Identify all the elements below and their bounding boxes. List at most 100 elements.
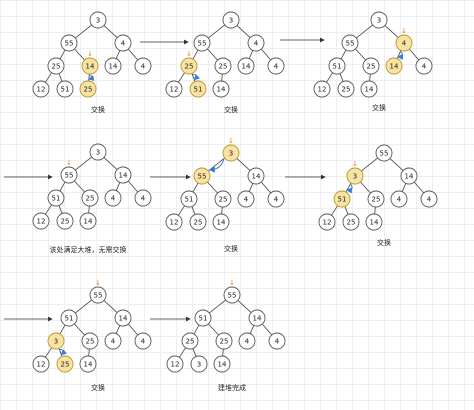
- tree-edge: [59, 49, 66, 60]
- node-label: 55: [346, 40, 355, 48]
- tree-edge: [208, 157, 225, 172]
- heap-node: [193, 34, 211, 52]
- heap-node: [365, 213, 383, 231]
- node-label: 12: [37, 86, 46, 94]
- tree-edge: [127, 180, 139, 193]
- heap-node: [60, 309, 78, 327]
- node-label: 3: [229, 150, 233, 158]
- swap-arrow: [345, 183, 353, 194]
- node-label: 4: [141, 338, 146, 346]
- tree-edge: [192, 182, 199, 193]
- tree-edge: [59, 181, 66, 192]
- highlighted-node: [189, 80, 207, 98]
- node-label: 12: [171, 361, 180, 369]
- node-label: 3: [54, 338, 58, 346]
- node-label: 51: [194, 86, 203, 94]
- node-label: 4: [274, 63, 279, 71]
- node-label: 12: [37, 218, 46, 226]
- heap-node: [79, 212, 97, 230]
- tree-edge: [248, 183, 254, 192]
- heap-node: [134, 57, 152, 75]
- current-node-marker-icon: ↓: [87, 50, 93, 58]
- tree-edge: [408, 48, 420, 61]
- heap-node: [318, 213, 336, 231]
- tree-edge: [103, 157, 118, 170]
- highlighted-node: [81, 57, 99, 75]
- node-label: 25: [185, 63, 194, 71]
- heap-node: [268, 332, 286, 350]
- heap-node: [89, 143, 107, 161]
- panel-caption: 建堆完成: [218, 383, 246, 392]
- heap-node: [104, 189, 122, 207]
- tree-edge: [260, 181, 272, 194]
- node-label: 12: [323, 219, 332, 227]
- heap-node: [56, 80, 74, 98]
- heap-node: [267, 57, 285, 75]
- heap-node: [248, 309, 266, 327]
- node-label: 14: [252, 173, 261, 181]
- panel-caption: 交换: [224, 105, 238, 114]
- node-label: 14: [119, 172, 128, 180]
- panel-caption: 该处满足大堆，无需交换: [50, 245, 127, 254]
- heap-node: [420, 190, 438, 208]
- node-label: 4: [141, 195, 146, 203]
- tree-edge: [58, 73, 63, 82]
- heap-node: [223, 286, 241, 304]
- heap-node: [215, 332, 233, 350]
- heap-node: [390, 190, 408, 208]
- tree-edge: [127, 323, 139, 336]
- node-label: 12: [318, 86, 327, 94]
- heap-node: [400, 167, 418, 185]
- highlighted-node: [193, 167, 211, 185]
- heap-node: [32, 80, 50, 98]
- current-node-marker-icon: ↓: [95, 279, 101, 287]
- swap-arrow: [208, 158, 225, 173]
- node-label: 25: [219, 196, 228, 204]
- heap-node: [267, 190, 285, 208]
- heap-node: [194, 309, 212, 327]
- heap-node: [238, 332, 256, 350]
- tree-edge: [192, 49, 199, 60]
- node-label: 14: [218, 361, 227, 369]
- tree-edge: [115, 325, 121, 334]
- tree-edge: [75, 299, 92, 314]
- heap-node: [342, 213, 360, 231]
- heap-node: [47, 57, 65, 75]
- node-label: 4: [245, 338, 250, 346]
- heap-node: [104, 332, 122, 350]
- tree-edge: [326, 72, 333, 83]
- node-label: 12: [170, 86, 179, 94]
- heap-node: [341, 34, 359, 52]
- heap-node: [114, 309, 132, 327]
- tree-edge: [59, 324, 66, 335]
- tree-edge: [209, 299, 226, 314]
- tree-edge: [193, 324, 200, 335]
- node-label: 14: [390, 63, 399, 71]
- heap-node: [328, 57, 346, 75]
- heap-node: [337, 80, 355, 98]
- heap-node: [81, 189, 99, 207]
- heap-node: [180, 190, 198, 208]
- node-label: 25: [219, 63, 228, 71]
- node-label: 12: [170, 219, 179, 227]
- tree-edge: [191, 206, 196, 215]
- tree-edge: [413, 181, 425, 194]
- tree-edge: [401, 183, 407, 192]
- tree-edge: [355, 48, 366, 61]
- swap-arrow: [396, 50, 404, 60]
- tree-edge: [74, 48, 85, 61]
- heap-node: [166, 355, 184, 373]
- tree-edge: [192, 348, 197, 357]
- heap-node: [375, 144, 393, 162]
- node-label: 4: [275, 338, 280, 346]
- heap-node: [56, 212, 74, 230]
- current-node-marker-icon: ↓: [186, 50, 192, 58]
- tree-edge: [261, 323, 273, 336]
- current-node-marker-icon: ↓: [229, 279, 235, 287]
- node-label: 3: [96, 149, 100, 157]
- node-label: 55: [65, 172, 74, 180]
